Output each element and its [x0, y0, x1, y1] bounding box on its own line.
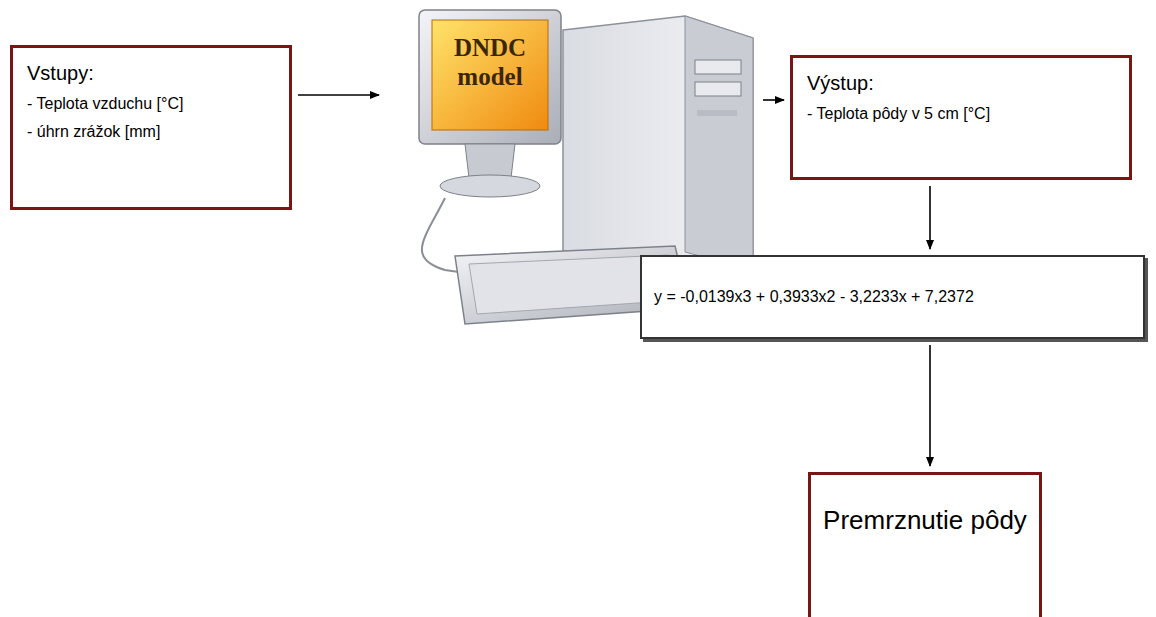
flow-arrow [298, 94, 379, 96]
equation-box: y = -0,0139x3 + 0,3933x2 - 3,2233x + 7,2… [640, 255, 1145, 339]
flow-arrow [763, 99, 784, 101]
flow-arrow [929, 345, 931, 466]
box-heading: Vstupy: [27, 62, 277, 85]
screen-label: DNDC model [435, 34, 545, 92]
list-item: - Teplota vzduchu [°C] [27, 95, 277, 113]
output-box: Výstup: - Teplota pôdy v 5 cm [°C] [790, 55, 1132, 180]
result-label: Premrznutie pôdy [819, 505, 1031, 536]
list-item: - Teplota pôdy v 5 cm [°C] [807, 105, 1117, 123]
flow-arrow [929, 186, 931, 249]
box-heading: Výstup: [807, 72, 1117, 95]
result-box: Premrznutie pôdy [808, 472, 1042, 617]
equation-text: y = -0,0139x3 + 0,3933x2 - 3,2233x + 7,2… [654, 288, 974, 306]
input-box: Vstupy: - Teplota vzduchu [°C] - úhrn zráž… [10, 45, 292, 210]
list-item: - úhrn zrážok [mm] [27, 123, 277, 141]
